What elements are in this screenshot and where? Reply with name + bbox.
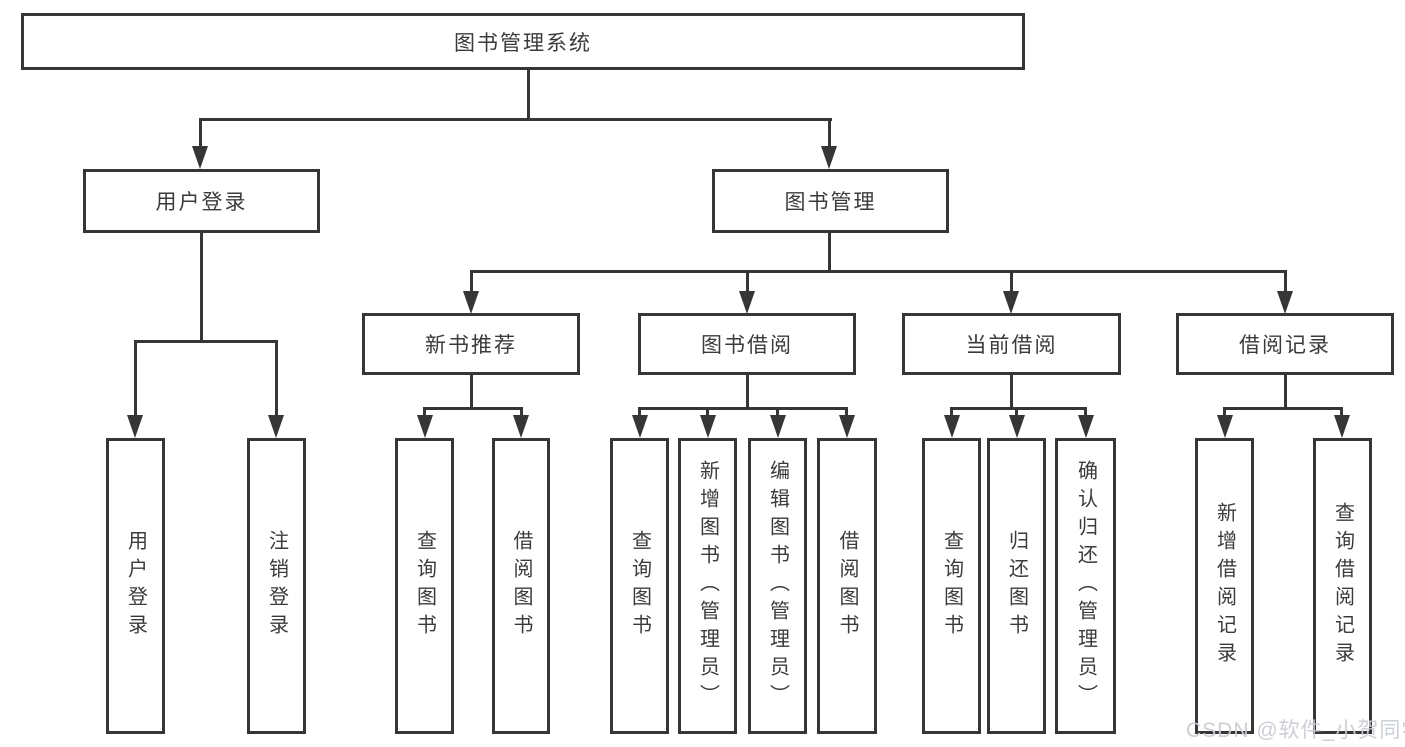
connector-line — [1010, 270, 1013, 292]
leaf-label: 查询图书 — [413, 530, 436, 642]
leaf-borrow-add-admin: 新增图书（管理员） — [678, 438, 737, 734]
leaf-record-add: 新增借阅记录 — [1195, 438, 1254, 734]
csdn-watermark: CSDN @软件_小贺同学 — [1186, 719, 1405, 742]
connector-line — [845, 407, 848, 417]
arrowhead-down-icon — [632, 415, 648, 438]
arrowhead-down-icon — [1334, 415, 1350, 438]
arrowhead-down-icon — [513, 415, 529, 438]
leaf-label: 借阅图书 — [510, 530, 532, 642]
arrowhead-down-icon — [268, 415, 284, 438]
leaf-label: 用户登录 — [124, 530, 147, 642]
connector-line — [1084, 407, 1087, 417]
arrowhead-down-icon — [1003, 291, 1019, 314]
connector-line — [950, 407, 1086, 410]
leaf-newbook-borrow: 借阅图书 — [492, 438, 550, 734]
arrowhead-down-icon — [192, 146, 208, 169]
node-root-title: 图书管理系统 — [21, 13, 1025, 70]
leaf-label: 查询图书 — [628, 530, 651, 642]
connector-line — [200, 233, 203, 343]
leaf-borrow-query: 查询图书 — [610, 438, 669, 734]
node-user-login: 用户登录 — [83, 169, 320, 233]
leaf-record-query: 查询借阅记录 — [1313, 438, 1372, 734]
arrowhead-down-icon — [1217, 415, 1233, 438]
connector-line — [470, 270, 1286, 273]
connector-line — [1015, 407, 1018, 417]
node-book-management: 图书管理 — [712, 169, 949, 233]
connector-line — [199, 118, 832, 121]
leaf-label: 新增图书（管理员） — [696, 460, 719, 712]
leaf-label: 查询图书 — [940, 530, 963, 642]
connector-line — [638, 407, 641, 417]
leaf-current-query: 查询图书 — [922, 438, 981, 734]
arrowhead-down-icon — [463, 291, 479, 314]
connector-line — [1284, 375, 1287, 408]
arrowhead-down-icon — [770, 415, 786, 438]
connector-line — [638, 407, 848, 410]
connector-line — [1284, 270, 1287, 292]
connector-line — [746, 375, 749, 408]
connector-line — [423, 407, 426, 417]
leaf-user-login: 用户登录 — [106, 438, 165, 734]
node-borrow-record: 借阅记录 — [1176, 313, 1394, 375]
arrowhead-down-icon — [944, 415, 960, 438]
connector-line — [828, 233, 831, 273]
arrowhead-down-icon — [417, 415, 433, 438]
leaf-newbook-query: 查询图书 — [395, 438, 454, 734]
connector-line — [1223, 407, 1226, 417]
node-current-borrow: 当前借阅 — [902, 313, 1121, 375]
connector-line — [275, 340, 278, 417]
connector-line — [706, 407, 709, 417]
leaf-label: 编辑图书（管理员） — [766, 460, 789, 712]
arrowhead-down-icon — [700, 415, 716, 438]
connector-line — [520, 407, 523, 417]
arrowhead-down-icon — [739, 291, 755, 314]
arrowhead-down-icon — [839, 415, 855, 438]
leaf-label: 注销登录 — [265, 530, 288, 642]
leaf-borrow-borrow: 借阅图书 — [817, 438, 877, 734]
arrowhead-down-icon — [127, 415, 143, 438]
arrowhead-down-icon — [821, 146, 837, 169]
connector-line — [470, 375, 473, 408]
connector-line — [527, 70, 530, 121]
connector-line — [134, 340, 278, 343]
connector-line — [423, 407, 523, 410]
leaf-label: 归还图书 — [1005, 530, 1028, 642]
leaf-logout: 注销登录 — [247, 438, 306, 734]
leaf-current-return: 归还图书 — [987, 438, 1046, 734]
node-book-borrow: 图书借阅 — [638, 313, 856, 375]
connector-line — [828, 118, 831, 147]
connector-line — [746, 270, 749, 292]
arrowhead-down-icon — [1078, 415, 1094, 438]
leaf-label: 新增借阅记录 — [1213, 502, 1236, 670]
connector-line — [950, 407, 953, 417]
connector-line — [199, 118, 202, 147]
connector-line — [776, 407, 779, 417]
connector-line — [1340, 407, 1343, 417]
connector-line — [470, 270, 473, 292]
connector-line — [134, 340, 137, 417]
leaf-current-confirm-admin: 确认归还（管理员） — [1055, 438, 1116, 734]
leaf-label: 借阅图书 — [836, 530, 858, 642]
leaf-borrow-edit-admin: 编辑图书（管理员） — [748, 438, 807, 734]
arrowhead-down-icon — [1009, 415, 1025, 438]
connector-line — [1223, 407, 1343, 410]
arrowhead-down-icon — [1277, 291, 1293, 314]
node-new-book-recommend: 新书推荐 — [362, 313, 580, 375]
connector-line — [1010, 375, 1013, 408]
leaf-label: 确认归还（管理员） — [1074, 460, 1097, 712]
leaf-label: 查询借阅记录 — [1331, 502, 1354, 670]
